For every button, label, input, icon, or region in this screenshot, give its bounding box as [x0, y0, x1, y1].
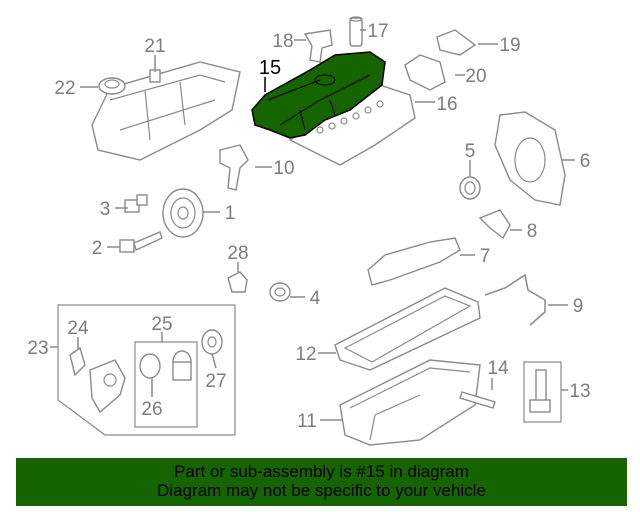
- callout-26: 26: [141, 399, 162, 420]
- callout-1: 1: [225, 203, 236, 224]
- callout-10: 10: [273, 158, 294, 179]
- part-13-sensor-box[interactable]: [523, 361, 562, 423]
- part-9-sensor[interactable]: [484, 273, 546, 326]
- part-19-cap[interactable]: [436, 29, 477, 56]
- callout-20: 20: [465, 66, 486, 87]
- part-6-cover[interactable]: [494, 111, 566, 206]
- part-11-oil-pan[interactable]: [339, 359, 481, 446]
- part-22-cap[interactable]: [98, 77, 126, 95]
- part-2-bolt[interactable]: [119, 231, 163, 253]
- banner-line-part: Part or sub-assembly is #15 in diagram: [174, 462, 469, 481]
- callout-18: 18: [272, 31, 293, 52]
- part-4-seal[interactable]: [269, 282, 291, 302]
- callout-6: 6: [580, 151, 591, 172]
- callout-23: 23: [27, 338, 48, 359]
- part-21-engine-cover[interactable]: [91, 61, 241, 161]
- part-12-gasket[interactable]: [334, 287, 481, 371]
- part-7-baffle[interactable]: [367, 237, 461, 286]
- callout-5: 5: [465, 141, 476, 162]
- part-14-bolt[interactable]: [459, 391, 496, 409]
- part-23-group-box[interactable]: [57, 304, 236, 436]
- part-20-gasket[interactable]: [404, 54, 446, 91]
- part-18-bracket[interactable]: [303, 29, 333, 63]
- callout-19: 19: [499, 35, 520, 56]
- callout-9: 9: [573, 296, 584, 317]
- part-3-bolt[interactable]: [124, 194, 148, 213]
- callout-15-highlighted: 15: [259, 57, 281, 79]
- callout-14: 14: [487, 358, 509, 379]
- info-banner: Part or sub-assembly is #15 in diagram D…: [16, 458, 627, 506]
- part-5-seal[interactable]: [459, 176, 481, 200]
- part-17-valve[interactable]: [349, 16, 363, 47]
- callout-2: 2: [92, 238, 103, 259]
- callout-16: 16: [436, 94, 457, 115]
- callout-7: 7: [480, 246, 491, 267]
- callout-25: 25: [151, 314, 172, 335]
- callout-24: 24: [67, 318, 89, 339]
- part-24-bracket: [69, 346, 86, 377]
- callout-22: 22: [54, 78, 75, 99]
- callout-11: 11: [297, 411, 317, 432]
- part-1-pulley[interactable]: [162, 188, 204, 238]
- callout-13: 13: [569, 381, 590, 402]
- leader-lines: [50, 29, 575, 421]
- callout-8: 8: [527, 221, 538, 242]
- banner-line-disclaimer: Diagram may not be specific to your vehi…: [157, 481, 486, 500]
- part-26-seal: [139, 353, 161, 379]
- callout-28: 28: [227, 243, 248, 264]
- part-10-sensor[interactable]: [219, 144, 249, 191]
- callout-17: 17: [367, 21, 388, 42]
- callout-4: 4: [310, 288, 321, 309]
- callout-21: 21: [144, 36, 165, 57]
- callout-3: 3: [100, 199, 111, 220]
- callout-12: 12: [295, 344, 316, 365]
- part-28-sensor[interactable]: [227, 271, 248, 293]
- part-8-bracket[interactable]: [478, 209, 511, 240]
- part-27-cap: [201, 329, 223, 355]
- part-15-valve-cover[interactable]: [251, 51, 386, 139]
- callout-27: 27: [205, 371, 226, 392]
